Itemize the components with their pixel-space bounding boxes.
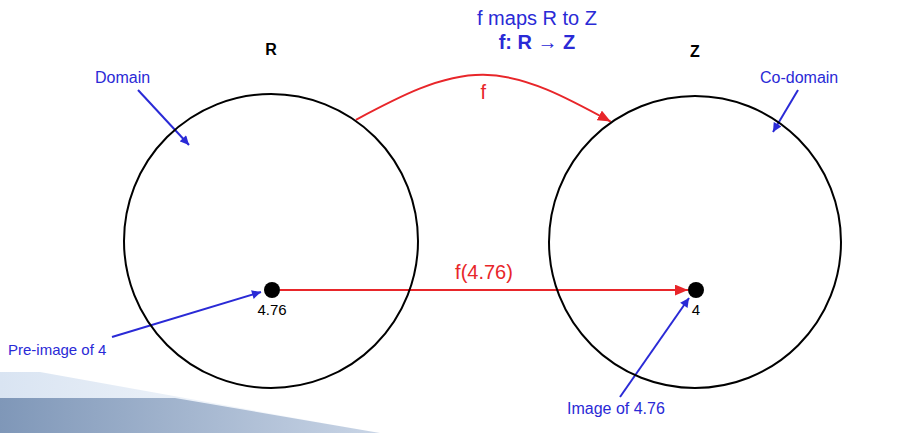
- mapping-caption: f maps R to Z: [477, 7, 597, 30]
- element-dot: 4.76: [264, 282, 280, 298]
- leader-arrow: [773, 90, 798, 132]
- edge-label: f(4.76): [453, 261, 515, 284]
- dot-shape: [688, 282, 704, 298]
- dot-shape: [264, 282, 280, 298]
- function-signature: f: R → Z: [499, 31, 576, 54]
- set-name: Z: [548, 43, 842, 61]
- edge-label: f: [479, 81, 489, 104]
- element-value: 4: [656, 301, 736, 318]
- circle-outline: [549, 96, 841, 388]
- circle-outline: [123, 93, 419, 389]
- mapping-arrow: [280, 289, 688, 291]
- element-value: 4.76: [232, 301, 312, 318]
- set-circle: R4.76: [123, 93, 419, 389]
- callout-label: Pre-image of 4: [8, 341, 106, 358]
- leader-arrow: [138, 90, 189, 145]
- set-circle: Z4: [548, 95, 842, 389]
- set-name: R: [123, 41, 419, 59]
- mapping-arrow: [356, 75, 611, 122]
- dot-shape: [264, 282, 280, 298]
- callout-label: Image of 4.76: [567, 400, 665, 418]
- circle-outline: [548, 95, 842, 389]
- circle-outline: [124, 94, 418, 388]
- slide-wedge-dark: [0, 398, 380, 433]
- callout-label: Co-domain: [760, 69, 838, 87]
- callout-label: Domain: [95, 69, 150, 87]
- leader-arrow: [112, 292, 261, 337]
- slide-wedge: [0, 372, 380, 433]
- element-dot: 4: [688, 282, 704, 298]
- dot-shape: [688, 282, 704, 298]
